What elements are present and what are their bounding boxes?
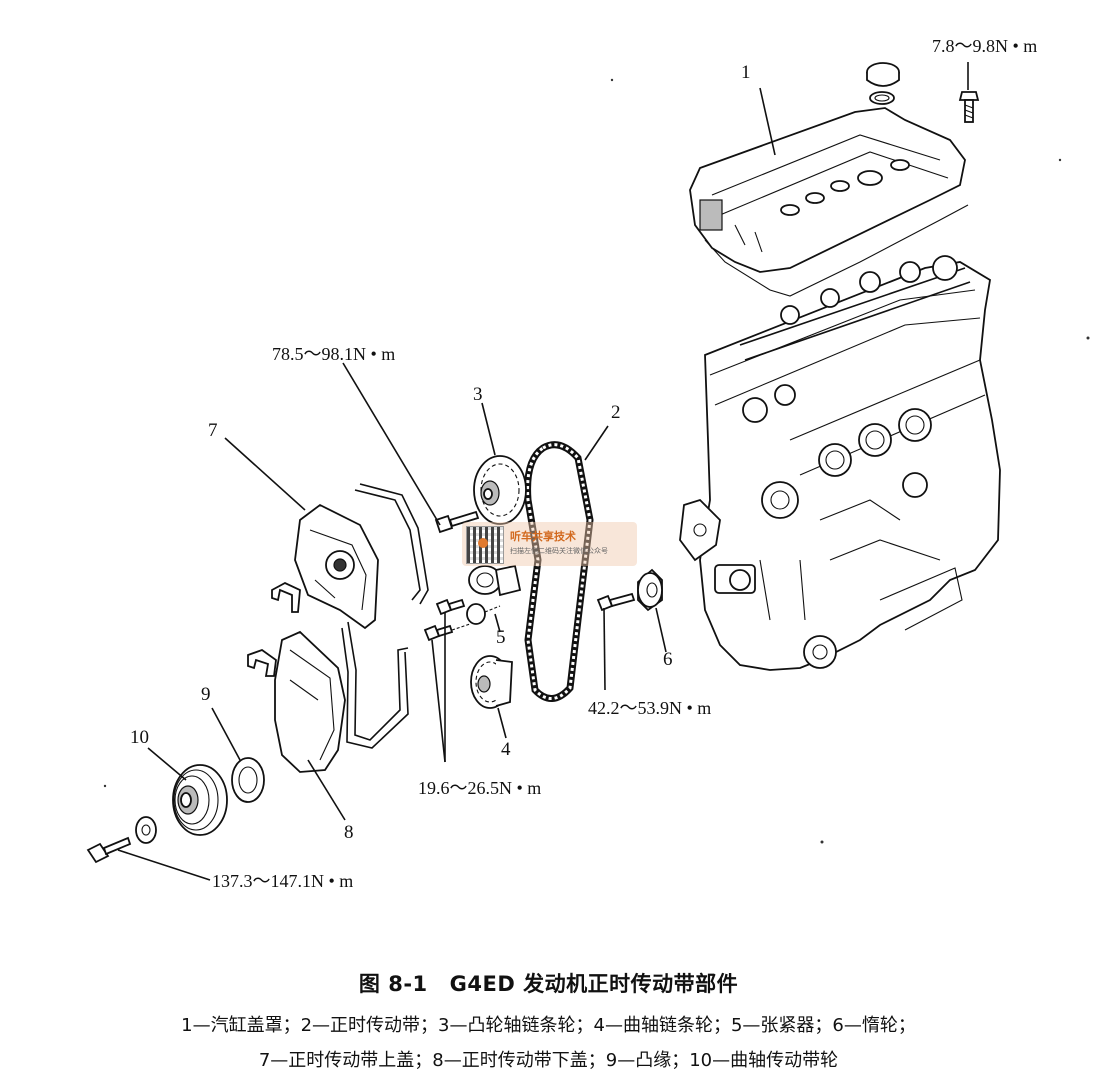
watermark-title: 听车共享技术	[510, 530, 576, 543]
timing-belt	[524, 441, 594, 702]
figure-title: G4ED 发动机正时传动带部件	[449, 972, 739, 996]
crankshaft-pulley	[172, 764, 228, 836]
callout-3: 3	[473, 384, 483, 405]
figure-number: 图 8-1	[358, 972, 428, 996]
crankshaft-bolt	[86, 836, 132, 864]
figure-caption: 图 8-1 G4ED 发动机正时传动带部件	[0, 968, 1097, 998]
upper-timing-cover	[294, 483, 429, 630]
callout-7: 7	[208, 420, 218, 441]
callout-1: 1	[741, 62, 751, 83]
callout-5: 5	[496, 627, 506, 648]
lower-timing-cover	[274, 621, 409, 773]
crankshaft-washer	[135, 816, 157, 844]
idler-bolt	[596, 592, 636, 612]
legend-line-2: 7—正时传动带上盖；8—正时传动带下盖；9—凸缘；10—曲轴传动带轮	[258, 1050, 839, 1071]
flange	[231, 757, 265, 803]
watermark-banner: 听车共享技术 扫描左侧二维码关注微信公众号	[462, 522, 637, 566]
callout-2: 2	[611, 402, 621, 423]
tensioner	[466, 564, 522, 625]
cover-clips	[247, 581, 301, 677]
cover-bolt	[958, 91, 980, 123]
callout-8: 8	[344, 822, 354, 843]
callout-10: 10	[130, 727, 149, 748]
qr-logo-icon	[478, 538, 488, 548]
tensioner-bolts	[423, 598, 471, 642]
camshaft-sprocket	[473, 455, 527, 525]
cylinder-head-cover	[689, 107, 969, 297]
torque-crankshaft-bolt: 137.3～147.1N • m	[212, 871, 354, 891]
exploded-view-diagram	[86, 62, 1090, 881]
engine-block	[679, 255, 1001, 671]
torque-camshaft-bolt: 78.5～98.1N • m	[272, 344, 396, 364]
torque-cover-bolt: 7.8～9.8N • m	[932, 36, 1038, 56]
legend-line-1: 1—汽缸盖罩；2—正时传动带；3—凸轮轴链条轮；4—曲轴链条轮；5—张紧器；6—…	[181, 1015, 916, 1036]
callout-6: 6	[663, 649, 673, 670]
callout-9: 9	[201, 684, 211, 705]
callout-4: 4	[501, 739, 511, 760]
idler-pulley	[637, 568, 663, 612]
camshaft-bolt	[434, 510, 480, 534]
torque-tensioner-bolts: 19.6～26.5N • m	[418, 778, 542, 798]
watermark-subtitle: 扫描左侧二维码关注微信公众号	[510, 547, 608, 555]
scan-specks	[103, 78, 1090, 844]
torque-idler-bolt: 42.2～53.9N • m	[588, 698, 712, 718]
oil-filler-cap	[866, 62, 900, 105]
leader-lines	[117, 62, 969, 881]
crankshaft-sprocket	[470, 655, 513, 709]
